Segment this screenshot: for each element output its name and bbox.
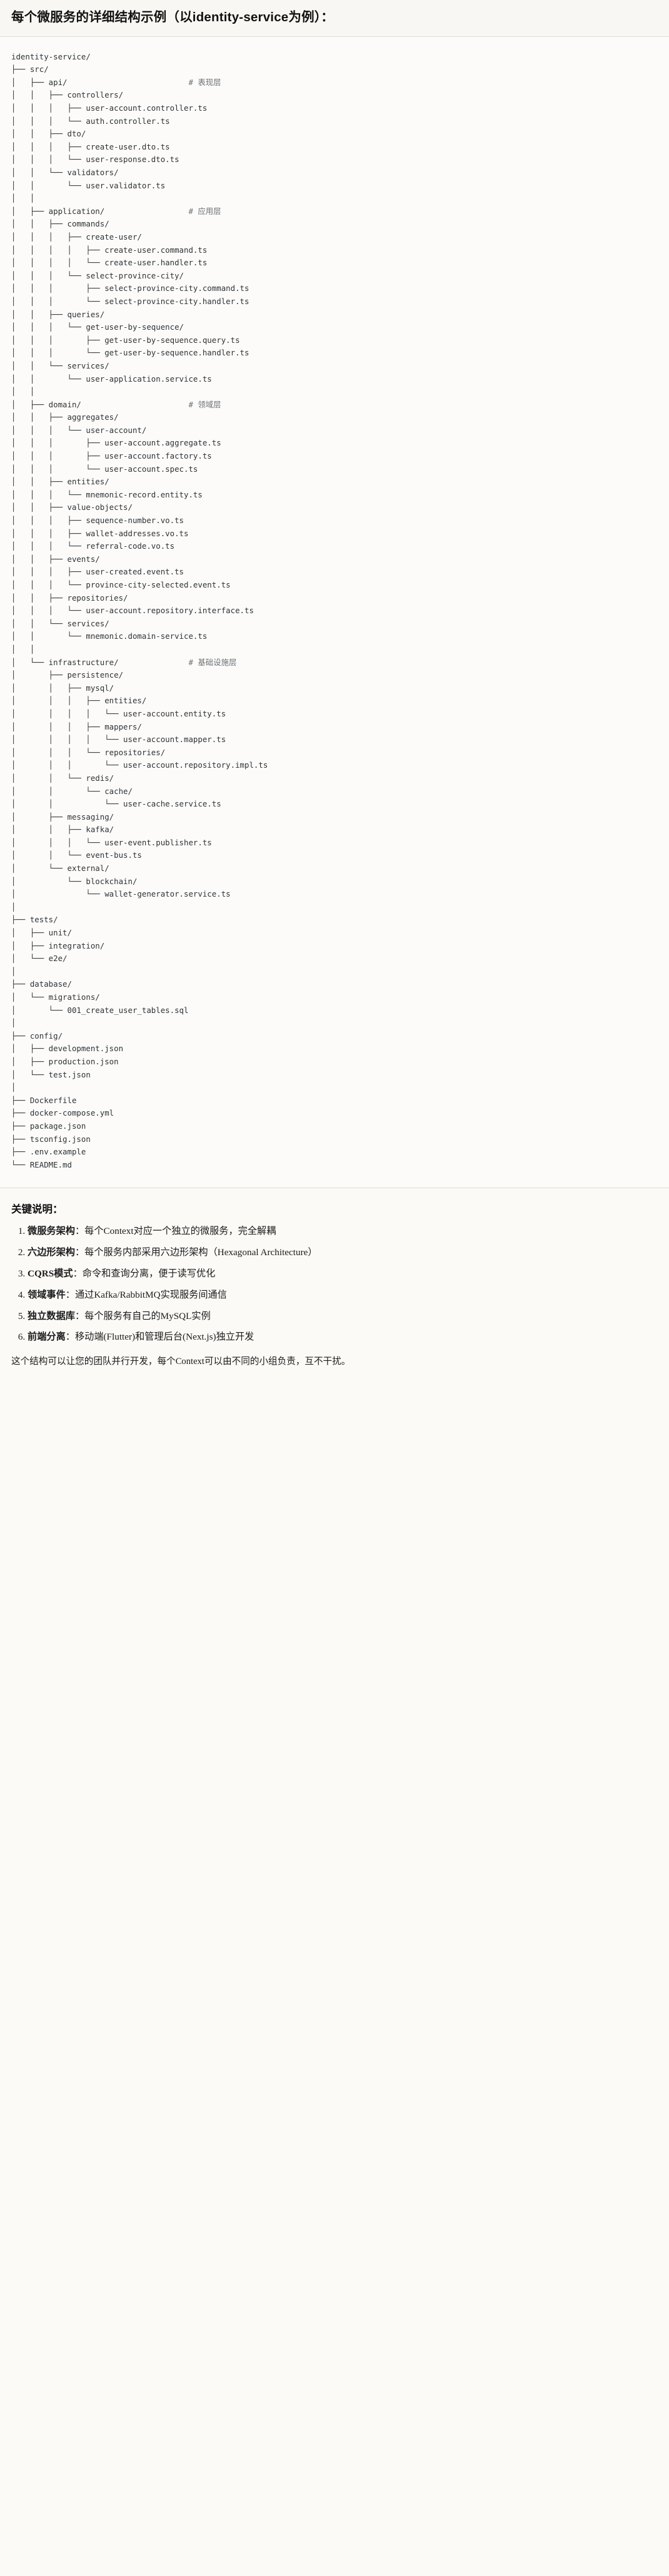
key-point-description: 每个Context对应一个独立的微服务，完全解耦 — [84, 1226, 276, 1237]
directory-tree: identity-service/ ├── src/ │ ├── api/ # … — [11, 51, 268, 1169]
key-point-item: CQRS模式：命令和查询分离，便于读写优化 — [28, 1267, 658, 1281]
key-point-term: 领域事件 — [28, 1289, 66, 1300]
key-point-term: 微服务架构 — [28, 1226, 75, 1237]
key-points-title: 关键说明： — [11, 1204, 63, 1216]
key-point-item: 微服务架构：每个Context对应一个独立的微服务，完全解耦 — [28, 1224, 658, 1239]
key-point-separator: ： — [74, 1247, 85, 1258]
key-points-section: 关键说明： 微服务架构：每个Context对应一个独立的微服务，完全解耦六边形架… — [0, 1188, 669, 1385]
key-point-separator: ： — [65, 1289, 75, 1300]
key-point-item: 独立数据库：每个服务有自己的MySQL实例 — [28, 1310, 658, 1324]
tree-comment: # 应用层 — [188, 206, 221, 216]
key-point-item: 前端分离：移动端(Flutter)和管理后台(Next.js)独立开发 — [28, 1330, 658, 1345]
key-point-separator: ： — [65, 1331, 75, 1343]
key-point-description: 移动端(Flutter)和管理后台(Next.js)独立开发 — [74, 1331, 254, 1343]
key-point-description: 命令和查询分离，便于读写优化 — [82, 1268, 216, 1279]
key-point-item: 领域事件：通过Kafka/RabbitMQ实现服务间通信 — [28, 1288, 658, 1303]
key-point-description: 每个服务有自己的MySQL实例 — [84, 1310, 211, 1321]
tree-comment: # 领域层 — [188, 399, 221, 409]
tree-comment: # 表现层 — [188, 77, 221, 87]
key-point-term: CQRS模式 — [28, 1268, 73, 1279]
key-point-separator: ： — [73, 1268, 83, 1279]
key-point-item: 六边形架构：每个服务内部采用六边形架构（Hexagonal Architectu… — [28, 1246, 658, 1260]
key-points-list: 微服务架构：每个Context对应一个独立的微服务，完全解耦六边形架构：每个服务… — [11, 1224, 658, 1345]
tree-comment: # 基础设施层 — [188, 657, 237, 667]
page-header: 每个微服务的详细结构示例（以identity-service为例）： — [0, 0, 669, 37]
key-point-description: 通过Kafka/RabbitMQ实现服务间通信 — [74, 1289, 227, 1300]
closing-paragraph: 这个结构可以让您的团队并行开发，每个Context可以由不同的小组负责，互不干扰… — [11, 1357, 351, 1367]
directory-tree-block: identity-service/ ├── src/ │ ├── api/ # … — [0, 36, 669, 1189]
key-point-separator: ： — [74, 1310, 85, 1321]
key-point-term: 独立数据库 — [28, 1310, 75, 1321]
key-point-description: 每个服务内部采用六边形架构（Hexagonal Architecture） — [84, 1247, 318, 1258]
key-point-term: 六边形架构 — [28, 1247, 75, 1258]
page-title: 每个微服务的详细结构示例（以identity-service为例）： — [11, 10, 334, 24]
key-point-separator: ： — [74, 1226, 85, 1237]
key-point-term: 前端分离 — [28, 1331, 66, 1343]
document-page: 每个微服务的详细结构示例（以identity-service为例）： ident… — [0, 0, 669, 1385]
